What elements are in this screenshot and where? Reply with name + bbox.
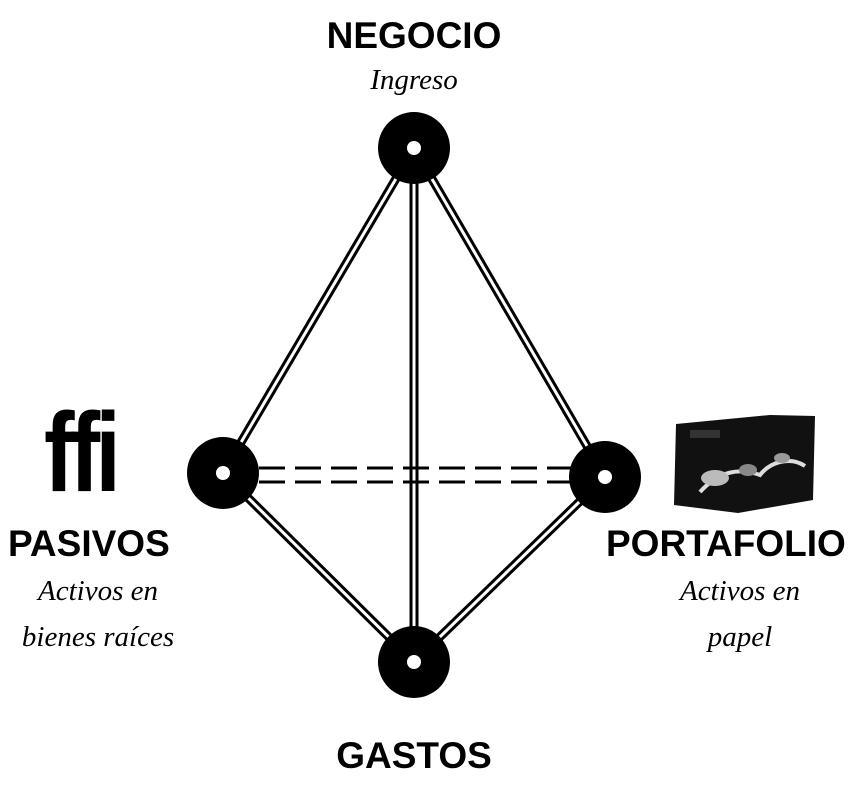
portafolio-subtitle-line1: Activos en: [680, 575, 800, 607]
pasivos-subtitle-line1: Activos en: [38, 575, 158, 607]
negocio-title: NEGOCIO: [326, 15, 502, 56]
edge-pasivos-gastos: [219, 469, 418, 666]
node-circle-icon: [378, 626, 450, 698]
negocio-subtitle: Ingreso: [370, 64, 458, 96]
edge-negocio-portafolio: [410, 145, 609, 480]
node-circle-icon: [378, 112, 450, 184]
edge-portafolio-gastos: [410, 473, 609, 666]
edge-negocio-pasivos: [219, 145, 418, 476]
photo-scrap-icon: [674, 415, 815, 513]
node-circle-icon: [569, 441, 641, 513]
edge-pasivos-portafolio-dashed: [223, 466, 605, 484]
pasivos-title: PASIVOS: [8, 523, 170, 564]
node-circle-icon: [187, 437, 259, 509]
gastos-title: GASTOS: [336, 735, 492, 776]
portafolio-subtitle-line2: papel: [707, 621, 773, 653]
artifact-glyph: ffi: [44, 390, 121, 515]
portafolio-title: PORTAFOLIO: [606, 523, 846, 564]
pasivos-subtitle-line2: bienes raíces: [21, 621, 175, 653]
